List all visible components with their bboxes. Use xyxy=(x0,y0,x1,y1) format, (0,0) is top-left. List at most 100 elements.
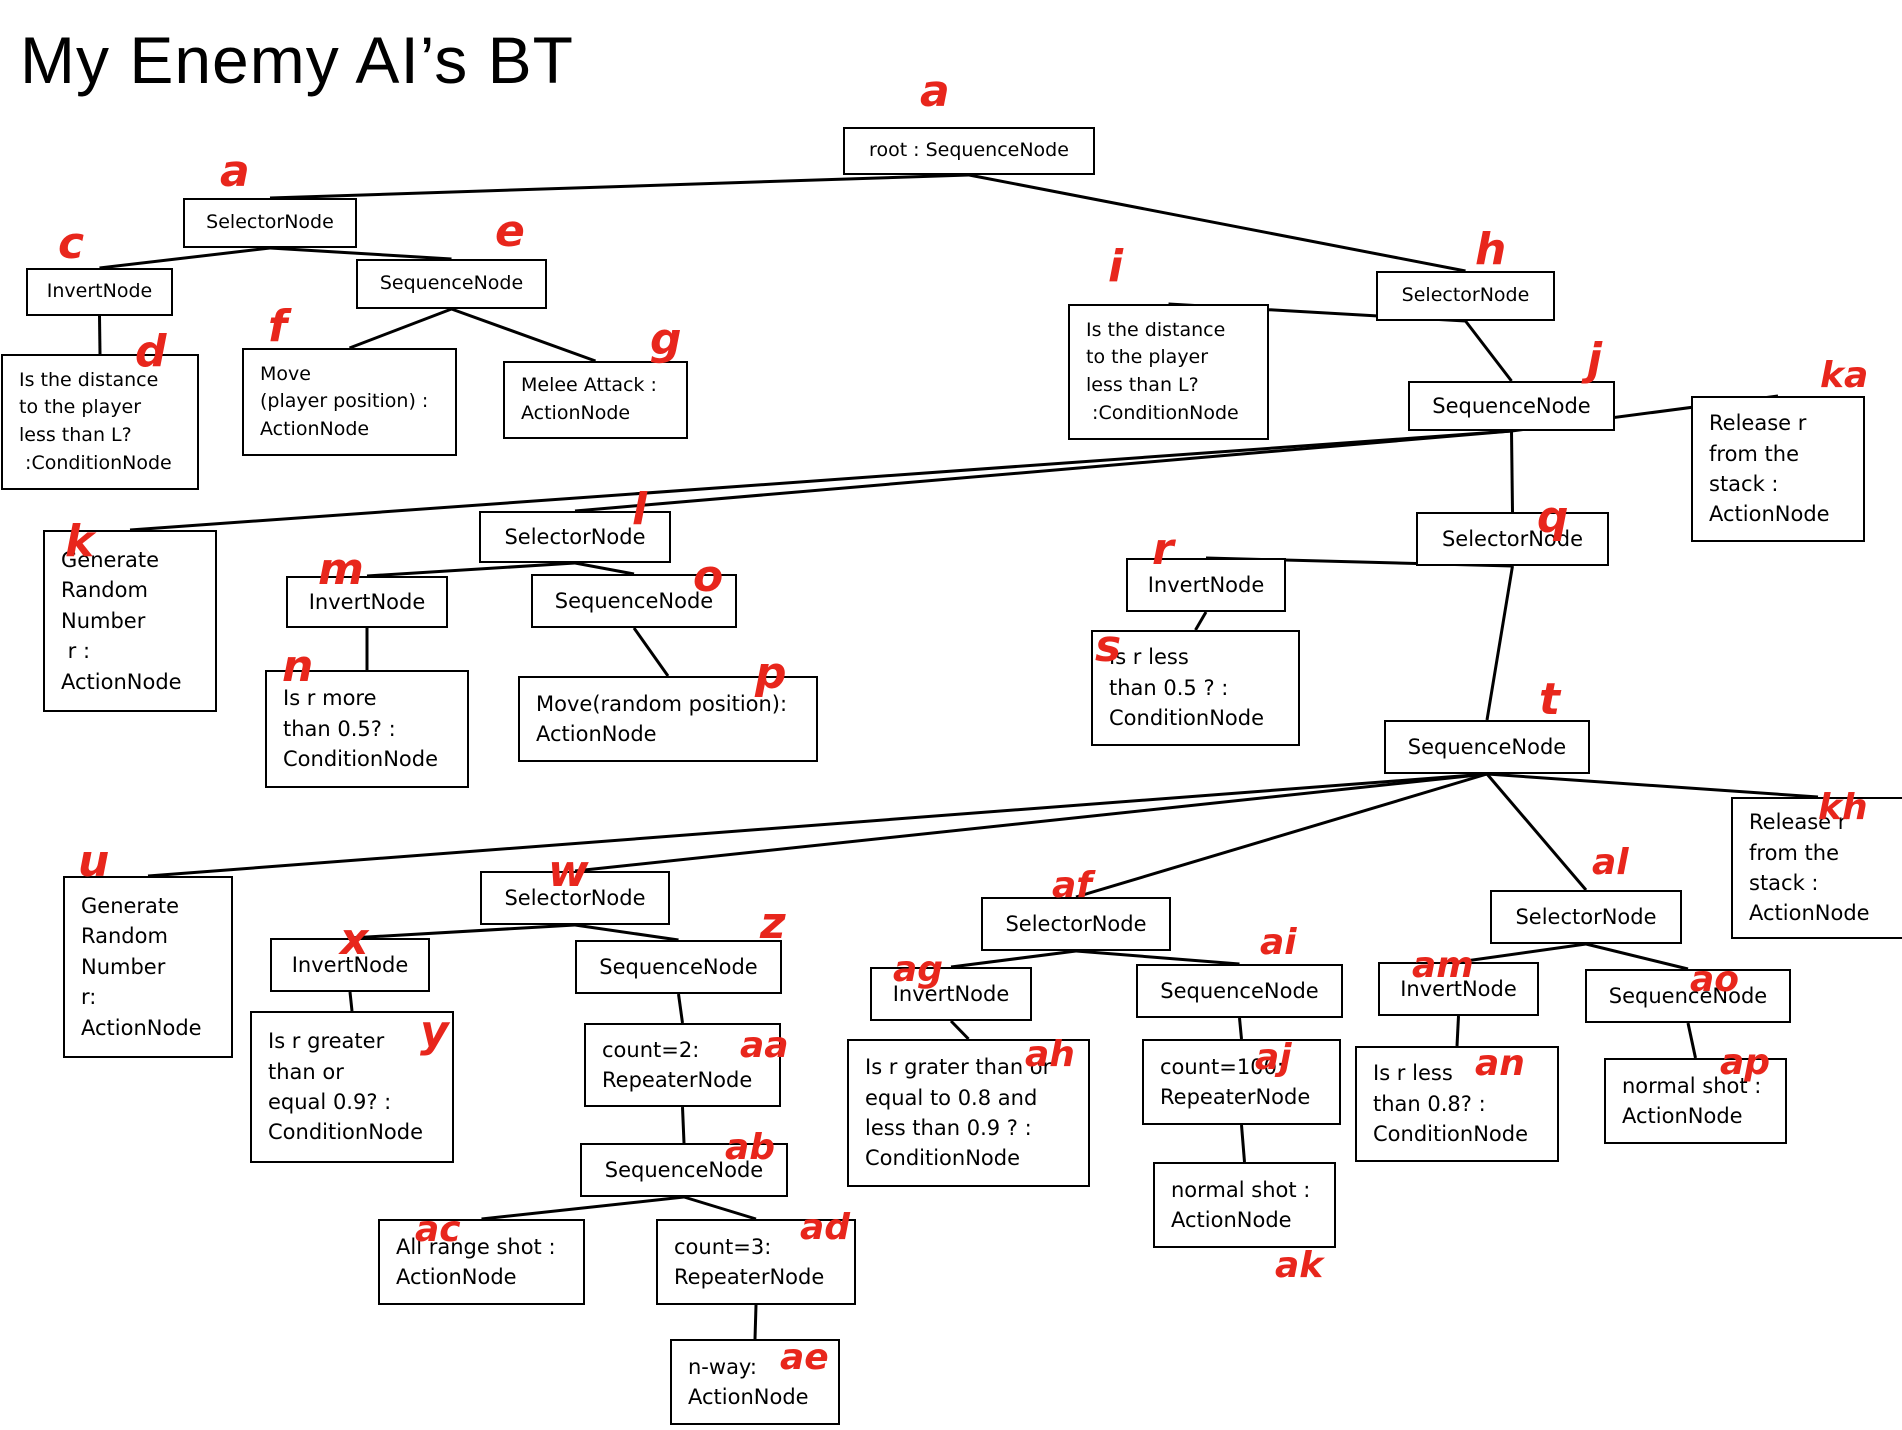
bt-node-i: Is the distance to the player less than … xyxy=(1068,304,1269,440)
edge-aj-ak xyxy=(1240,1124,1246,1163)
annotation-label-b: a xyxy=(220,146,250,197)
edge-j-l xyxy=(574,429,1512,513)
bt-node-k: Generate Random Number r : ActionNode xyxy=(43,530,217,712)
edge-l-o xyxy=(574,561,635,576)
edge-o-p xyxy=(632,627,670,677)
bt-node-m: InvertNode xyxy=(286,576,448,628)
edge-a-h xyxy=(968,173,1466,273)
edge-r-s xyxy=(1194,611,1208,631)
edge-b-c xyxy=(99,246,271,270)
bt-node-h: SelectorNode xyxy=(1376,271,1555,321)
bt-node-ka: Release r from the stack : ActionNode xyxy=(1691,396,1865,542)
annotation-label-e: e xyxy=(495,206,525,257)
annotation-label-x: x xyxy=(340,914,369,965)
annotation-label-q: q xyxy=(1537,492,1569,543)
annotation-label-ae: ae xyxy=(780,1337,829,1378)
edge-h-j xyxy=(1464,320,1513,382)
bt-node-w: SelectorNode xyxy=(480,871,670,925)
edge-c-d xyxy=(98,315,102,355)
annotation-label-kh: kh xyxy=(1818,787,1868,828)
bt-node-ao: SequenceNode xyxy=(1585,969,1791,1023)
bt-node-o: SequenceNode xyxy=(531,574,737,628)
bt-node-y: Is r greater than or equal 0.9? : Condit… xyxy=(250,1011,454,1163)
bt-node-r: InvertNode xyxy=(1126,558,1286,612)
annotation-label-n: n xyxy=(282,641,314,692)
edge-w-z xyxy=(574,923,679,942)
edge-x-y xyxy=(348,991,354,1012)
edge-al-ao xyxy=(1585,942,1689,971)
bt-node-am: InvertNode xyxy=(1378,962,1539,1016)
annotation-label-p: p xyxy=(755,648,787,699)
bt-node-ap: normal shot : ActionNode xyxy=(1604,1058,1787,1144)
annotation-label-z: z xyxy=(760,898,786,949)
edge-a-b xyxy=(269,173,970,200)
annotation-label-r: r xyxy=(1152,524,1174,575)
edge-ab-ad xyxy=(683,1195,757,1221)
bt-node-kh: Release r from the stack : ActionNode xyxy=(1731,797,1902,939)
edge-ao-ap xyxy=(1686,1022,1697,1059)
edge-al-am xyxy=(1458,942,1587,964)
annotation-label-aj: aj xyxy=(1255,1037,1292,1078)
bt-node-an: Is r less than 0.8? : ConditionNode xyxy=(1355,1046,1559,1162)
edge-ai-aj xyxy=(1238,1017,1243,1040)
annotation-label-w: w xyxy=(548,846,589,897)
annotation-label-ka: ka xyxy=(1820,355,1869,396)
edge-j-q xyxy=(1510,430,1514,513)
bt-node-u: Generate Random Number r: ActionNode xyxy=(63,876,233,1058)
bt-node-ac: All range shot : ActionNode xyxy=(378,1219,585,1305)
edge-j-k xyxy=(129,429,1512,532)
edge-t-al xyxy=(1485,773,1588,891)
annotation-label-g: g xyxy=(650,314,682,365)
bt-node-al: SelectorNode xyxy=(1490,890,1682,944)
annotation-label-t: t xyxy=(1539,674,1561,725)
diagram-title: My Enemy AI’s BT xyxy=(20,23,574,97)
edge-l-m xyxy=(366,561,576,578)
annotation-label-ag: ag xyxy=(893,949,944,990)
annotation-label-d: d xyxy=(135,326,167,377)
annotation-label-a: a xyxy=(920,66,950,117)
bt-node-ah: Is r grater than or equal to 0.8 and les… xyxy=(847,1039,1090,1187)
annotation-label-ak: ak xyxy=(1275,1245,1324,1286)
annotation-label-j: j xyxy=(1587,334,1603,385)
annotation-label-ah: ah xyxy=(1025,1034,1075,1075)
bt-node-p: Move(random position): ActionNode xyxy=(518,676,818,762)
bt-node-b: SelectorNode xyxy=(183,198,357,248)
bt-node-ai: SequenceNode xyxy=(1136,964,1343,1018)
annotation-label-ac: ac xyxy=(415,1209,461,1250)
bt-node-ag: InvertNode xyxy=(870,967,1032,1021)
edge-af-ag xyxy=(950,949,1077,969)
bt-node-aj: count=100: RepeaterNode xyxy=(1142,1039,1341,1125)
edge-q-t xyxy=(1485,565,1514,721)
bt-node-e: SequenceNode xyxy=(356,259,547,309)
bt-node-ae: n-way: ActionNode xyxy=(670,1339,840,1425)
annotation-label-u: u xyxy=(78,836,110,887)
bt-node-x: InvertNode xyxy=(270,938,430,992)
bt-node-q: SelectorNode xyxy=(1416,512,1609,566)
edge-af-ai xyxy=(1075,949,1240,966)
bt-node-a: root : SequenceNode xyxy=(843,127,1095,175)
bt-node-n: Is r more than 0.5? : ConditionNode xyxy=(265,670,469,788)
annotation-label-f: f xyxy=(268,301,288,352)
bt-node-ad: count=3: RepeaterNode xyxy=(656,1219,856,1305)
bt-node-t: SequenceNode xyxy=(1384,720,1590,774)
edge-t-kh xyxy=(1486,772,1819,799)
edge-e-g xyxy=(450,307,597,363)
bt-node-d: Is the distance to the player less than … xyxy=(1,354,199,490)
bt-node-s: Is r less than 0.5 ? : ConditionNode xyxy=(1091,630,1300,746)
bt-node-g: Melee Attack : ActionNode xyxy=(503,361,688,439)
annotation-label-s: s xyxy=(1095,621,1122,672)
edge-e-f xyxy=(348,307,453,350)
edge-z-aa xyxy=(677,993,684,1024)
bt-node-l: SelectorNode xyxy=(479,511,671,563)
bt-node-z: SequenceNode xyxy=(575,940,782,994)
edge-t-w xyxy=(574,772,1488,873)
edge-ag-ah xyxy=(949,1019,970,1041)
bt-node-aa: count=2: RepeaterNode xyxy=(584,1023,781,1107)
edge-ad-ae xyxy=(753,1304,758,1340)
annotation-label-ap: ap xyxy=(1720,1042,1771,1083)
annotation-label-k: k xyxy=(65,516,95,567)
edge-aa-ab xyxy=(681,1106,686,1144)
annotation-label-y: y xyxy=(420,1006,449,1057)
annotation-label-ab: ab xyxy=(725,1127,776,1168)
